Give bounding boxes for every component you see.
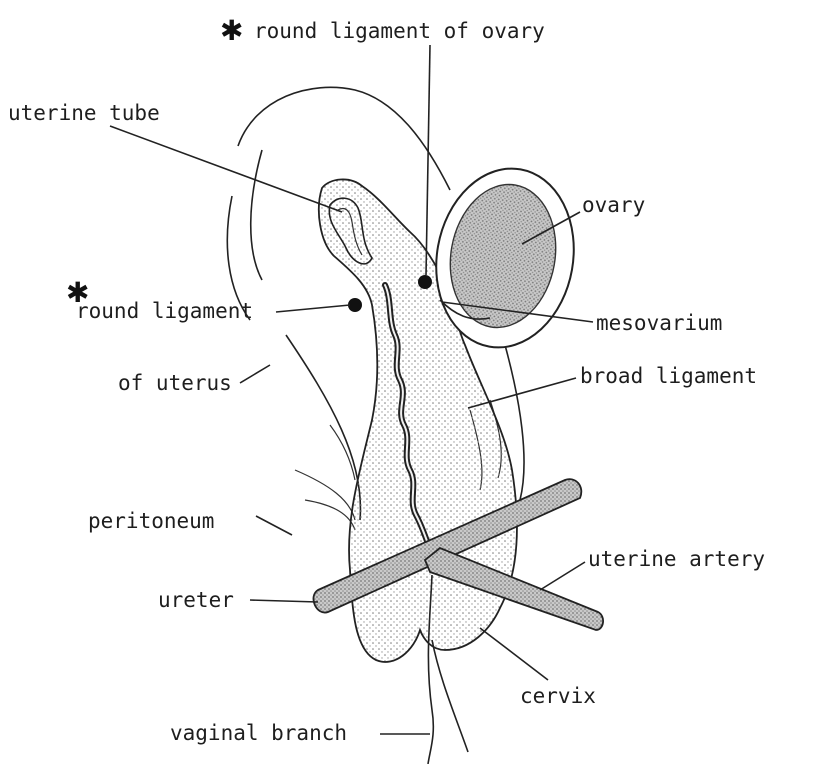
broad-ligament-sheet (238, 87, 450, 190)
leader-uterine-tube (110, 126, 342, 212)
label-uterine-artery: uterine artery (588, 547, 765, 571)
peritoneum-inner-1 (295, 470, 355, 520)
leader-of-uterus (240, 365, 270, 383)
label-ovary: ovary (582, 193, 645, 217)
label-round-ligament-ovary: round ligament of ovary (254, 19, 545, 43)
round-ligament-ovary-dot (418, 275, 432, 289)
broad-ligament-edge (251, 150, 262, 280)
leader-cervix (480, 628, 548, 680)
label-uterine-tube: uterine tube (8, 101, 160, 125)
leader-round-ligament-ovary (426, 45, 430, 275)
vaginal-branch-fork (432, 640, 468, 752)
label-ureter: ureter (158, 588, 234, 612)
leader-round-ligament-uterus (276, 305, 350, 312)
label-vaginal-branch: vaginal branch (170, 721, 347, 745)
asterisk-ovary: ✱ (220, 14, 243, 47)
leader-peritoneum (256, 516, 292, 535)
label-round-ligament-uterus-line1: round ligament (76, 299, 253, 323)
label-cervix: cervix (520, 684, 596, 708)
label-mesovarium: mesovarium (596, 311, 722, 335)
leader-uterine-artery (540, 562, 585, 590)
leader-ureter (250, 600, 318, 602)
label-round-ligament-uterus-line2: of uterus (118, 371, 232, 395)
round-ligament-uterus-dot (348, 298, 362, 312)
label-peritoneum: peritoneum (88, 509, 214, 533)
label-broad-ligament: broad ligament (580, 364, 757, 388)
peritoneum-sheet (286, 335, 360, 520)
